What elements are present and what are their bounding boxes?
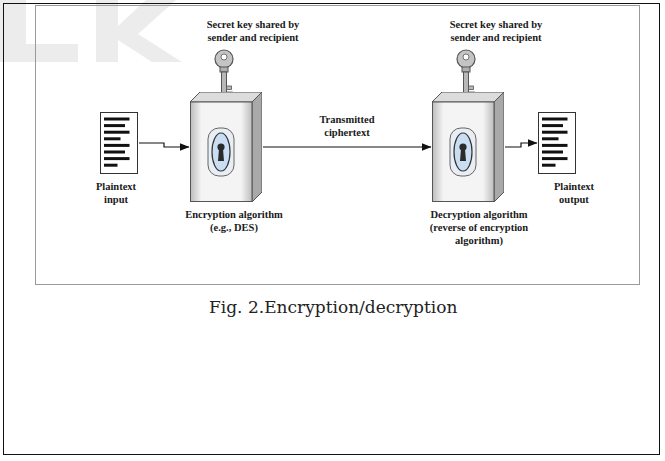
text-line (542, 151, 563, 154)
text-line (542, 131, 568, 134)
figure-caption: Fig. 2.Encryption/decryption (209, 297, 457, 317)
text-line (104, 137, 121, 140)
document-node: Plaintext output (538, 112, 576, 174)
page-outline (539, 113, 576, 174)
box-side (252, 92, 262, 202)
page-outline (101, 113, 138, 174)
key-icon (457, 50, 475, 98)
text-line (104, 164, 118, 167)
box-top (432, 92, 504, 102)
keyhole-plate (212, 133, 230, 171)
node-label: Decryption algorithm (reverse of encrypt… (420, 208, 538, 247)
box-top (190, 92, 262, 102)
text-line (104, 118, 130, 121)
text-line (542, 144, 568, 147)
keyhole (218, 149, 224, 161)
page-frame (4, 4, 660, 455)
node-label: Encryption algorithm (e.g., DES) (180, 208, 288, 234)
text-line (542, 157, 568, 160)
document-icon (538, 112, 576, 174)
document-icon (100, 112, 138, 174)
text-line (542, 118, 568, 121)
flow-arrow (505, 143, 537, 147)
node-label: Plaintext input (85, 180, 147, 206)
text-line (104, 124, 125, 127)
algorithm-node: Encryption algorithm (e.g., DES) (190, 92, 262, 202)
cipher-box (190, 92, 262, 202)
text-line (104, 131, 130, 134)
text-line (542, 164, 556, 167)
box-side (494, 92, 504, 202)
algorithm-node: Decryption algorithm (reverse of encrypt… (432, 92, 504, 202)
key-icon (215, 50, 233, 98)
cipher-box (432, 92, 504, 202)
flow-arrow (263, 146, 431, 147)
keyhole (460, 149, 466, 161)
node-label: Plaintext output (543, 180, 605, 206)
watermark (0, 0, 182, 62)
lock-plate (450, 128, 476, 176)
keyhole-plate (454, 133, 472, 171)
box-front (433, 102, 495, 202)
lock-plate (208, 128, 234, 176)
text-line (104, 144, 130, 147)
figure-frame (36, 6, 640, 285)
edge-label: Transmitted ciphertext (312, 113, 382, 139)
box-front (191, 102, 253, 202)
text-line (104, 157, 130, 160)
text-line (542, 124, 563, 127)
text-line (542, 137, 559, 140)
document-node: Plaintext input (100, 112, 138, 174)
flow-arrow (139, 143, 189, 147)
key-label: Secret key shared by sender and recipien… (440, 18, 552, 44)
text-line (104, 151, 125, 154)
key-label: Secret key shared by sender and recipien… (197, 18, 309, 44)
